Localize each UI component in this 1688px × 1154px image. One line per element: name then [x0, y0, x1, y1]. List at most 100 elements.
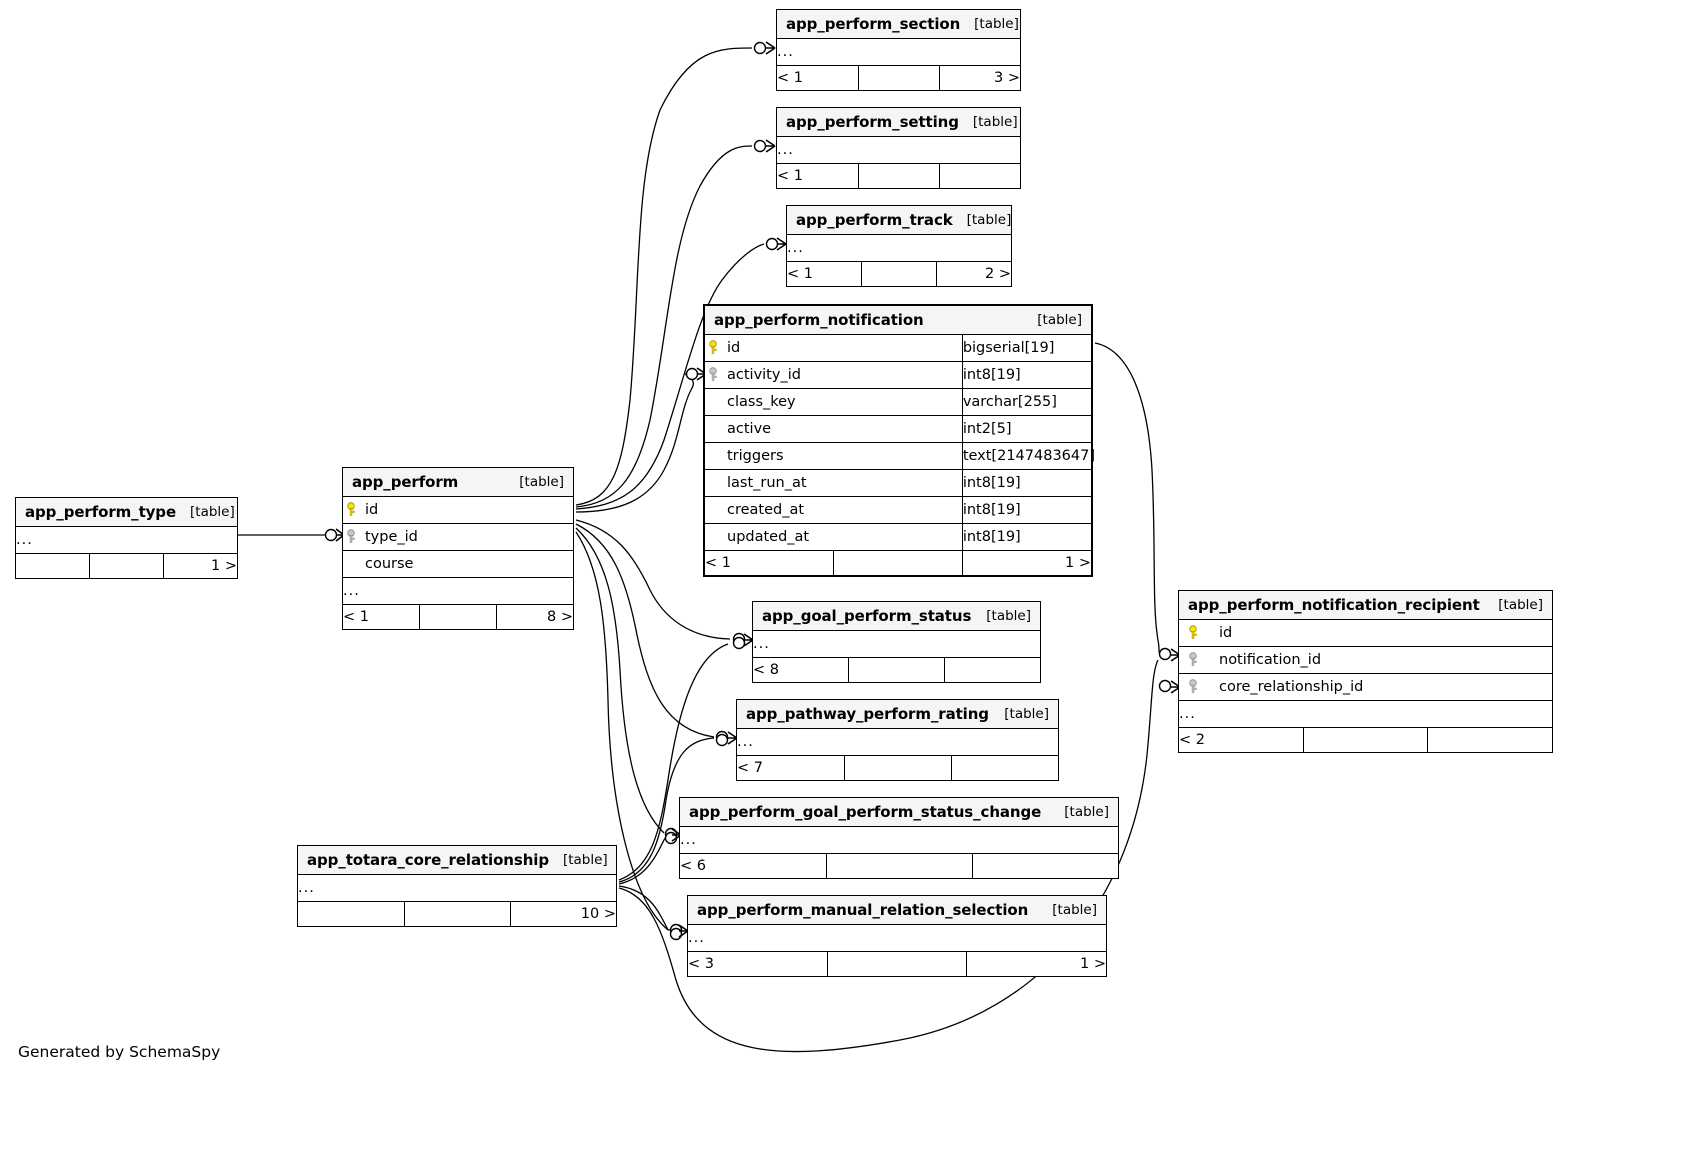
- table-column-row[interactable]: notification_id: [1179, 645, 1552, 674]
- table-header-row: app_totara_core_relationship [table]: [298, 846, 616, 875]
- no-key-icon: [709, 502, 721, 517]
- column-type: varchar[255]: [961, 387, 1091, 416]
- table-footer-row: 10 >: [298, 900, 616, 926]
- table-column-row[interactable]: created_at int8[19]: [705, 495, 1091, 524]
- table-header-row: app_perform_type [table]: [16, 498, 237, 527]
- footer-middle: [857, 162, 940, 188]
- table-footer-row: < 1 1 >: [705, 549, 1091, 575]
- table-column-row[interactable]: course: [343, 549, 573, 578]
- table-node-app-perform-notification-recipient[interactable]: app_perform_notification_recipient [tabl…: [1178, 590, 1553, 753]
- footer-parents-count: < 2: [1179, 726, 1304, 752]
- edge-perform-to-statuschange: [575, 527, 665, 834]
- column-name: updated_at: [727, 528, 810, 545]
- ellipsis-label: ...: [688, 923, 1106, 952]
- table-node-app-perform[interactable]: app_perform [table] id: [342, 467, 574, 630]
- footer-parents-count: < 3: [688, 950, 828, 976]
- footer-middle: [833, 549, 963, 575]
- connector-circle-pathwayrating-2: [715, 733, 729, 747]
- column-type: int8[19]: [961, 522, 1091, 551]
- table-column-row[interactable]: updated_at int8[19]: [705, 522, 1091, 551]
- crowfoot-section: [765, 41, 776, 55]
- table-footer-row: < 6: [680, 852, 1118, 878]
- table-node-app-perform-setting[interactable]: app_perform_setting [table] ... < 1: [776, 107, 1021, 189]
- table-title: app_pathway_perform_rating: [746, 704, 989, 723]
- foreign-key-icon: [347, 529, 359, 544]
- table-type-tag: [table]: [1037, 311, 1082, 328]
- edge-notification-to-recipient: [1094, 342, 1161, 654]
- table-collapsed-row: ...: [16, 525, 237, 554]
- table-title: app_perform_setting: [786, 112, 959, 131]
- edge-totara-to-statuschange: [618, 833, 668, 885]
- footer-children-count: 8 >: [495, 603, 573, 629]
- footer-middle: [857, 64, 940, 90]
- table-type-tag: [table]: [1052, 901, 1097, 918]
- table-node-app-perform-notification[interactable]: app_perform_notification [table] id bigs…: [703, 304, 1095, 577]
- table-column-row[interactable]: triggers text[2147483647]: [705, 441, 1095, 470]
- table-type-tag: [table]: [974, 15, 1019, 32]
- table-collapsed-row: ...: [298, 873, 616, 902]
- table-title: app_perform_type: [25, 502, 177, 521]
- footer-middle: [89, 552, 164, 578]
- column-name: course: [365, 555, 414, 572]
- table-column-row[interactable]: id bigserial[19]: [705, 333, 1091, 362]
- table-column-row[interactable]: class_key varchar[255]: [705, 387, 1091, 416]
- table-node-app-totara-core-relationship[interactable]: app_totara_core_relationship [table] ...…: [297, 845, 617, 927]
- table-column-row[interactable]: last_run_at int8[19]: [705, 468, 1091, 497]
- column-name: id: [727, 339, 741, 356]
- table-column-row[interactable]: id: [343, 495, 573, 524]
- table-collapsed-row: ...: [777, 135, 1020, 164]
- table-node-app-perform-track[interactable]: app_perform_track [table] ... < 1 2 >: [786, 205, 1012, 287]
- table-title: app_perform_notification: [714, 310, 924, 329]
- table-footer-row: 1 >: [16, 552, 237, 578]
- column-name: triggers: [727, 447, 784, 464]
- table-node-app-perform-type[interactable]: app_perform_type [table] ... 1 >: [15, 497, 238, 579]
- table-collapsed-row: ...: [777, 37, 1020, 66]
- table-column-row[interactable]: activity_id int8[19]: [705, 360, 1091, 389]
- no-key-icon: [347, 556, 359, 571]
- table-node-app-pathway-perform-rating[interactable]: app_pathway_perform_rating [table] ... <…: [736, 699, 1059, 781]
- schemaspy-credit: Generated by SchemaSpy: [18, 1043, 221, 1061]
- table-header-row: app_perform_track [table]: [787, 206, 1012, 235]
- table-type-tag: [table]: [1064, 803, 1109, 820]
- table-column-row[interactable]: active int2[5]: [705, 414, 1091, 443]
- table-header-row: app_perform_goal_perform_status_change […: [680, 798, 1118, 827]
- table-collapsed-row: ...: [787, 233, 1011, 262]
- footer-children-count: 2 >: [935, 260, 1011, 286]
- table-node-app-goal-perform-status[interactable]: app_goal_perform_status [table] ... < 8: [752, 601, 1041, 683]
- ellipsis-label: ...: [753, 629, 1040, 658]
- connector-circle-track: [765, 237, 779, 251]
- table-collapsed-row: ...: [343, 576, 573, 605]
- footer-children-count: [943, 656, 1040, 682]
- table-type-tag: [table]: [966, 211, 1012, 228]
- table-title: app_perform: [352, 472, 459, 491]
- connector-circle-pathwayrating: [715, 730, 729, 744]
- table-column-row[interactable]: core_relationship_id: [1179, 672, 1552, 701]
- table-footer-row: < 8: [753, 656, 1040, 682]
- table-node-app-perform-section[interactable]: app_perform_section [table] ... < 1 3 >: [776, 9, 1021, 91]
- table-column-row[interactable]: id: [1179, 618, 1552, 647]
- column-type: bigserial[19]: [961, 333, 1091, 362]
- footer-children-count: 1 >: [966, 950, 1106, 976]
- footer-children-count: 10 >: [509, 900, 616, 926]
- table-column-row[interactable]: type_id: [343, 522, 573, 551]
- foreign-key-icon: [1189, 679, 1201, 694]
- table-type-tag: [table]: [986, 607, 1031, 624]
- ellipsis-label: ...: [777, 135, 1020, 164]
- table-node-app-perform-manual-relation-selection[interactable]: app_perform_manual_relation_selection [t…: [687, 895, 1107, 977]
- footer-middle: [403, 900, 511, 926]
- footer-middle: [1302, 726, 1429, 752]
- table-node-app-perform-goal-perform-status-change[interactable]: app_perform_goal_perform_status_change […: [679, 797, 1119, 879]
- footer-parents-count: < 1: [777, 162, 859, 188]
- connector-circle-setting: [753, 139, 767, 153]
- table-collapsed-row: ...: [688, 923, 1106, 952]
- connector-circle-recipient-notificationid: [1158, 647, 1172, 661]
- table-footer-row: < 1 2 >: [787, 260, 1011, 286]
- column-name: created_at: [727, 501, 805, 518]
- footer-parents-count: < 1: [705, 549, 835, 575]
- footer-children-count: [938, 162, 1020, 188]
- ellipsis-label: ...: [1179, 699, 1552, 728]
- table-footer-row: < 1 8 >: [343, 603, 573, 629]
- primary-key-icon: [347, 502, 359, 517]
- footer-children-count: 1 >: [162, 552, 237, 578]
